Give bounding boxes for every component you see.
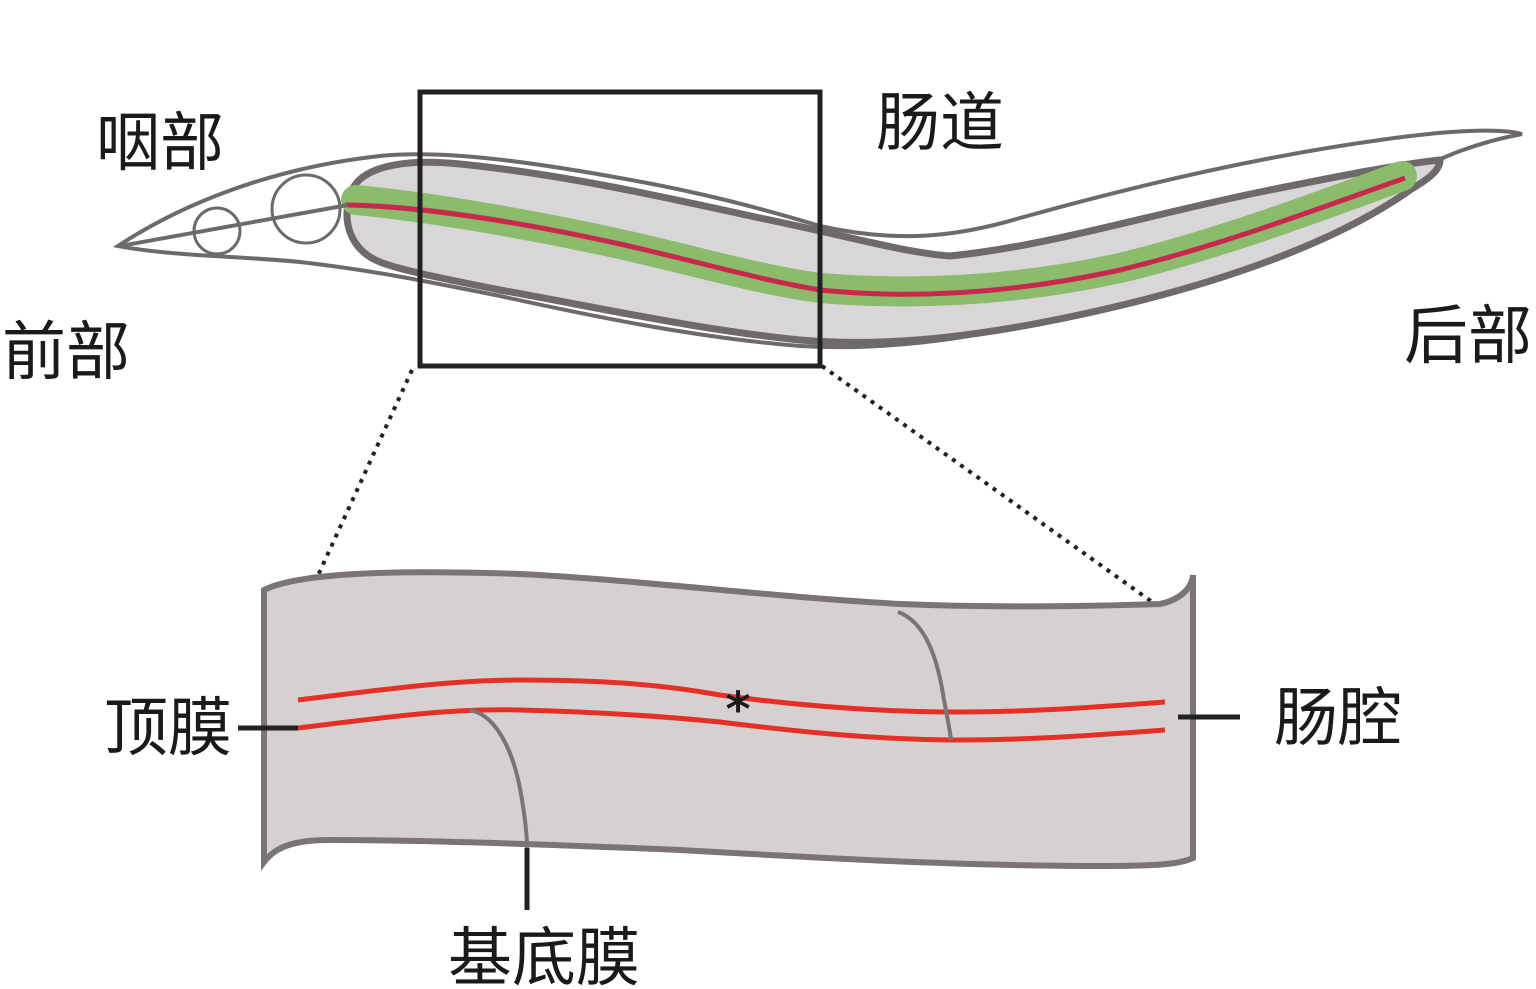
label-lumen: 肠腔 (1274, 682, 1402, 756)
zoom-frame (417, 89, 823, 369)
apical-membrane-lower (297, 707, 1166, 743)
pharynx-terminal-bulb (270, 173, 342, 245)
zoom-connector-left (313, 369, 414, 583)
cell-boundary-left (469, 708, 529, 849)
cell-boundary-right (897, 610, 953, 741)
label-anterior: 前部 (2, 316, 130, 390)
label-apical-membrane: 顶膜 (104, 692, 232, 766)
lumen-line (344, 175, 1406, 297)
label-posterior: 后部 (1404, 300, 1532, 374)
label-pharynx: 咽部 (96, 107, 224, 181)
intestine-tube (343, 156, 1444, 346)
intestine-inset: * (261, 569, 1196, 871)
apical-membrane-upper (297, 677, 1166, 715)
zoom-connector-right (820, 364, 1157, 606)
pharynx-anterior-bulb (192, 206, 242, 256)
pharynx-axis (119, 203, 349, 248)
lumen-marker: * (725, 682, 750, 738)
label-intestine: 肠道 (876, 87, 1004, 161)
inset-tissue (261, 569, 1196, 871)
label-basal-membrane: 基底膜 (448, 922, 640, 989)
